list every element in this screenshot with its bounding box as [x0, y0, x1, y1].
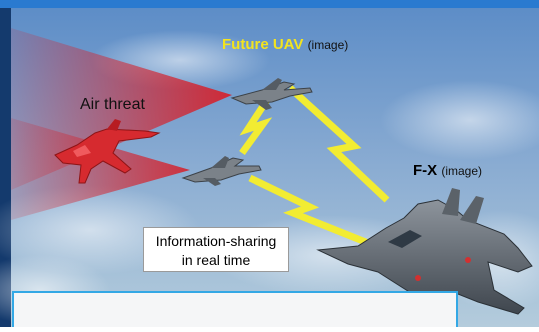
info-sharing-line1: Information-sharing	[155, 233, 277, 249]
fx-note: (image)	[441, 164, 483, 178]
future-uav-lower-icon	[181, 156, 262, 186]
datalink-uav-fx	[287, 85, 390, 203]
top-strip	[0, 0, 539, 8]
air-threat-label: Air threat	[80, 96, 145, 113]
threat-cone-lower	[11, 118, 190, 220]
caption-panel	[12, 291, 458, 327]
datalink-lower-uav-fx	[248, 174, 370, 247]
left-side-bar	[0, 8, 11, 327]
info-sharing-box: Information-sharing in real time	[143, 227, 289, 272]
future-uav-note: (image)	[307, 38, 349, 52]
fx-fighter-icon	[316, 188, 533, 315]
fx-name: F-X	[413, 162, 438, 179]
info-sharing-line2: in real time	[181, 252, 251, 268]
future-uav-upper-icon	[230, 78, 313, 110]
future-uav-name: Future UAV	[222, 36, 304, 53]
air-threat-aircraft-icon	[54, 119, 161, 184]
datalink-uav-uav	[239, 98, 273, 156]
future-uav-label: Future UAV (image)	[222, 36, 348, 53]
fx-label: F-X (image)	[413, 162, 482, 179]
